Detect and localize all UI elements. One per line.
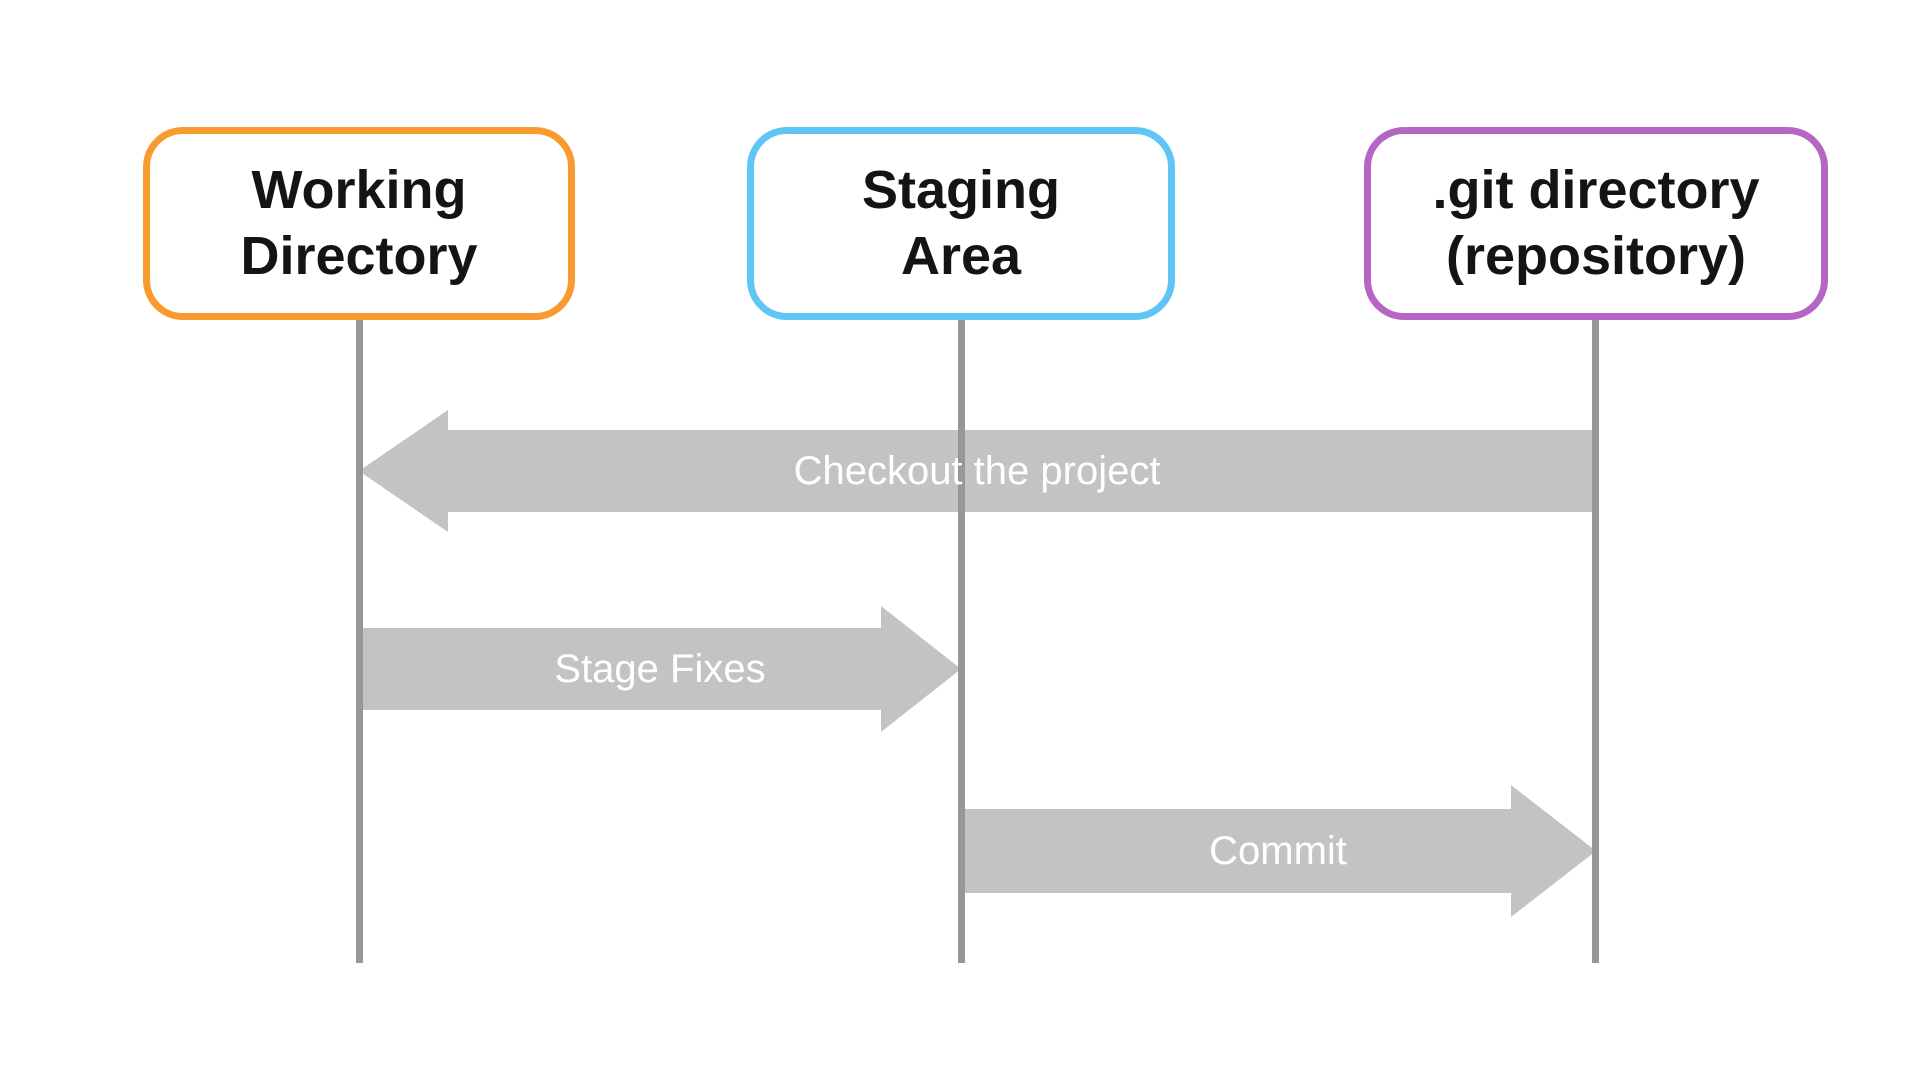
commit-arrow-body	[961, 809, 1511, 893]
arrowhead-left-icon	[359, 410, 448, 532]
actor-box-git-directory: .git directory (repository)	[1364, 127, 1828, 320]
lifeline-working-directory	[356, 318, 363, 963]
arrowhead-right-icon	[881, 606, 961, 732]
actor-label-line: .git directory	[1432, 159, 1760, 220]
actor-box-staging-area: Staging Area	[747, 127, 1175, 320]
actor-box-working-directory: Working Directory	[143, 127, 575, 320]
checkout-arrow-body	[448, 430, 1596, 512]
stage-fixes-arrow-body	[359, 628, 881, 710]
actor-label-line: Working	[251, 159, 467, 220]
commit-arrow-label: Commit	[1209, 829, 1347, 873]
lifeline-staging-area	[958, 318, 965, 963]
lifeline-git-directory	[1592, 318, 1599, 963]
stage-fixes-arrow-label: Stage Fixes	[554, 647, 766, 691]
actor-label-line: (repository)	[1445, 225, 1747, 286]
actor-label-line: Staging	[862, 159, 1060, 220]
actor-label-line: Directory	[240, 225, 478, 286]
actor-label-line: Area	[900, 225, 1022, 286]
arrowhead-right-icon	[1511, 785, 1596, 917]
checkout-arrow-label: Checkout the project	[793, 449, 1161, 493]
